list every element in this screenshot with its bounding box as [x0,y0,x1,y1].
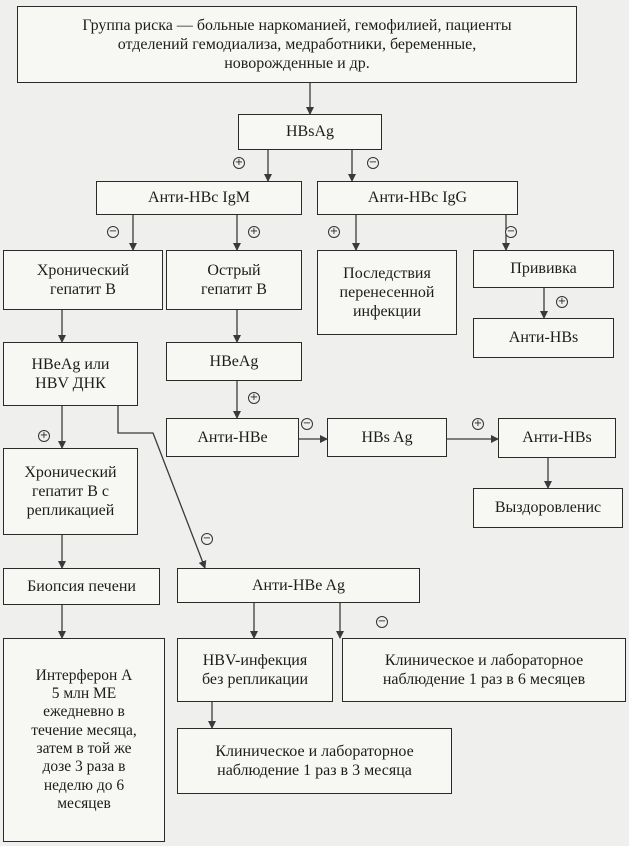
node-hbsag: HBsAg [238,114,382,150]
node-liver-biopsy: Биопсия печени [3,568,160,605]
node-recovery: Выздоровленис [473,488,623,528]
node-hbs-ag: HBs Ag [327,418,447,457]
node-past-infection: Последствия перенесенной инфекции [317,250,457,335]
positive-sign: + [556,296,568,308]
positive-sign: + [38,430,50,442]
node-hbeag-or-dna: HBeAg или HBV ДНК [3,342,138,406]
node-hbv-no-replication: HBV-инфекция без репликации [177,638,333,702]
positive-sign: + [248,392,260,404]
node-anti-hbc-igg: Анти-HBc IgG [317,181,518,215]
node-monitor-6-months: Клиническое и лабораторное наблюдение 1 … [342,638,626,702]
node-interferon: Интерферон А 5 млн МЕ ежедневно в течени… [3,638,165,842]
arrow-hbeag-or-dna-to-anti-hbe-ag [117,406,207,569]
positive-sign: + [328,226,340,238]
negative-sign: − [107,226,119,238]
negative-sign: − [201,533,213,545]
node-anti-hbs-vaccine: Анти-HBs [473,318,614,358]
node-monitor-3-months: Клиническое и лабораторное наблюдение 1 … [177,728,452,794]
node-anti-hbe: Анти-HBe [166,418,299,457]
node-anti-hbc-igm: Анти-HBc IgM [96,181,302,215]
node-vaccination: Прививка [473,250,614,288]
node-chronic-replication: Хронический гепатит В с репликацией [3,448,138,535]
node-anti-hbs-result: Анти-HBs [498,418,616,458]
positive-sign: + [472,418,484,430]
negative-sign: − [376,616,388,628]
node-hbeag: HBeAg [166,342,302,381]
negative-sign: − [505,226,517,238]
negative-sign: − [301,418,313,430]
node-acute-hep-b: Острый гепатит В [166,250,302,310]
negative-sign: − [367,157,379,169]
node-anti-hbe-ag: Анти-HBe Ag [177,568,420,603]
node-chronic-hep-b: Хронический гепатит В [3,250,163,310]
node-risk-group: Группа риска — больные наркоманией, гемо… [17,6,577,83]
positive-sign: + [233,157,245,169]
positive-sign: + [248,226,260,238]
